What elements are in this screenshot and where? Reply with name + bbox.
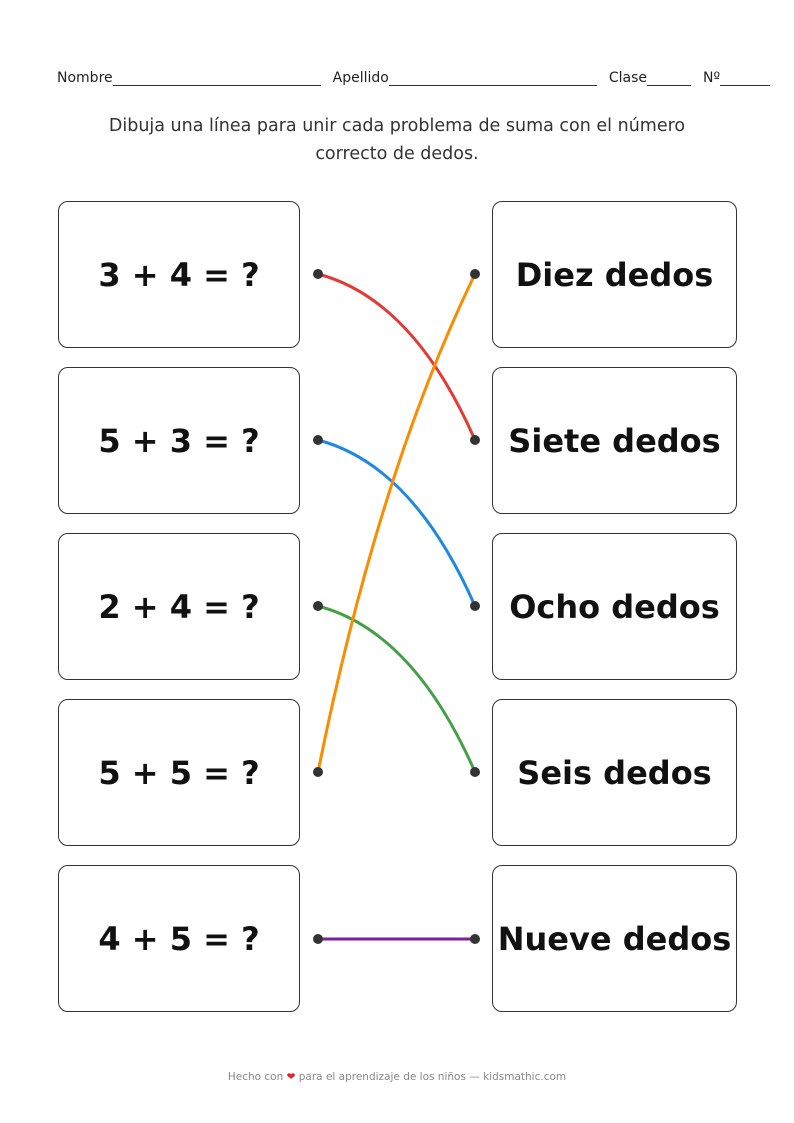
footer-suffix: para el aprendizaje de los niños — kidsm… [298, 1071, 567, 1083]
answer-card: Ocho dedos [492, 533, 737, 680]
connection-line [317, 438, 477, 607]
connection-dot[interactable] [470, 767, 480, 777]
connection-dot[interactable] [313, 435, 323, 445]
heart-icon: ❤ [286, 1071, 296, 1083]
connection-dot[interactable] [313, 601, 323, 611]
connection-line [317, 272, 477, 441]
problem-card: 5 + 5 = ? [58, 699, 300, 846]
nombre-field[interactable] [112, 71, 321, 86]
connection-dot[interactable] [470, 934, 480, 944]
problem-card: 3 + 4 = ? [58, 201, 300, 348]
connection-dot[interactable] [470, 269, 480, 279]
instructions: Dibuja una línea para unir cada problema… [108, 116, 686, 164]
connection-dot[interactable] [313, 934, 323, 944]
connection-dot[interactable] [470, 435, 480, 445]
nombre-label: Nombre [57, 70, 113, 86]
answer-card: Nueve dedos [492, 865, 737, 1012]
problem-card: 5 + 3 = ? [58, 367, 300, 514]
numero-label: Nº [702, 70, 721, 86]
clase-field[interactable] [646, 71, 691, 86]
apellido-field[interactable] [388, 71, 597, 86]
connection-dot[interactable] [313, 767, 323, 777]
numero-field[interactable] [720, 71, 771, 86]
connection-dot[interactable] [313, 269, 323, 279]
connection-dot[interactable] [470, 601, 480, 611]
problem-card: 2 + 4 = ? [58, 533, 300, 680]
answer-card: Siete dedos [492, 367, 737, 514]
problem-card: 4 + 5 = ? [58, 865, 300, 1012]
clase-label: Clase [608, 70, 647, 86]
apellido-label: Apellido [332, 70, 389, 86]
connection-line [316, 273, 477, 773]
student-info-header: Nombre Apellido Clase Nº [57, 70, 771, 86]
answer-card: Seis dedos [492, 699, 737, 846]
footer-prefix: Hecho con [227, 1071, 284, 1083]
footer: Hecho con ❤ para el aprendizaje de los n… [0, 1071, 794, 1083]
answer-card: Diez dedos [492, 201, 737, 348]
connection-line [317, 604, 477, 773]
